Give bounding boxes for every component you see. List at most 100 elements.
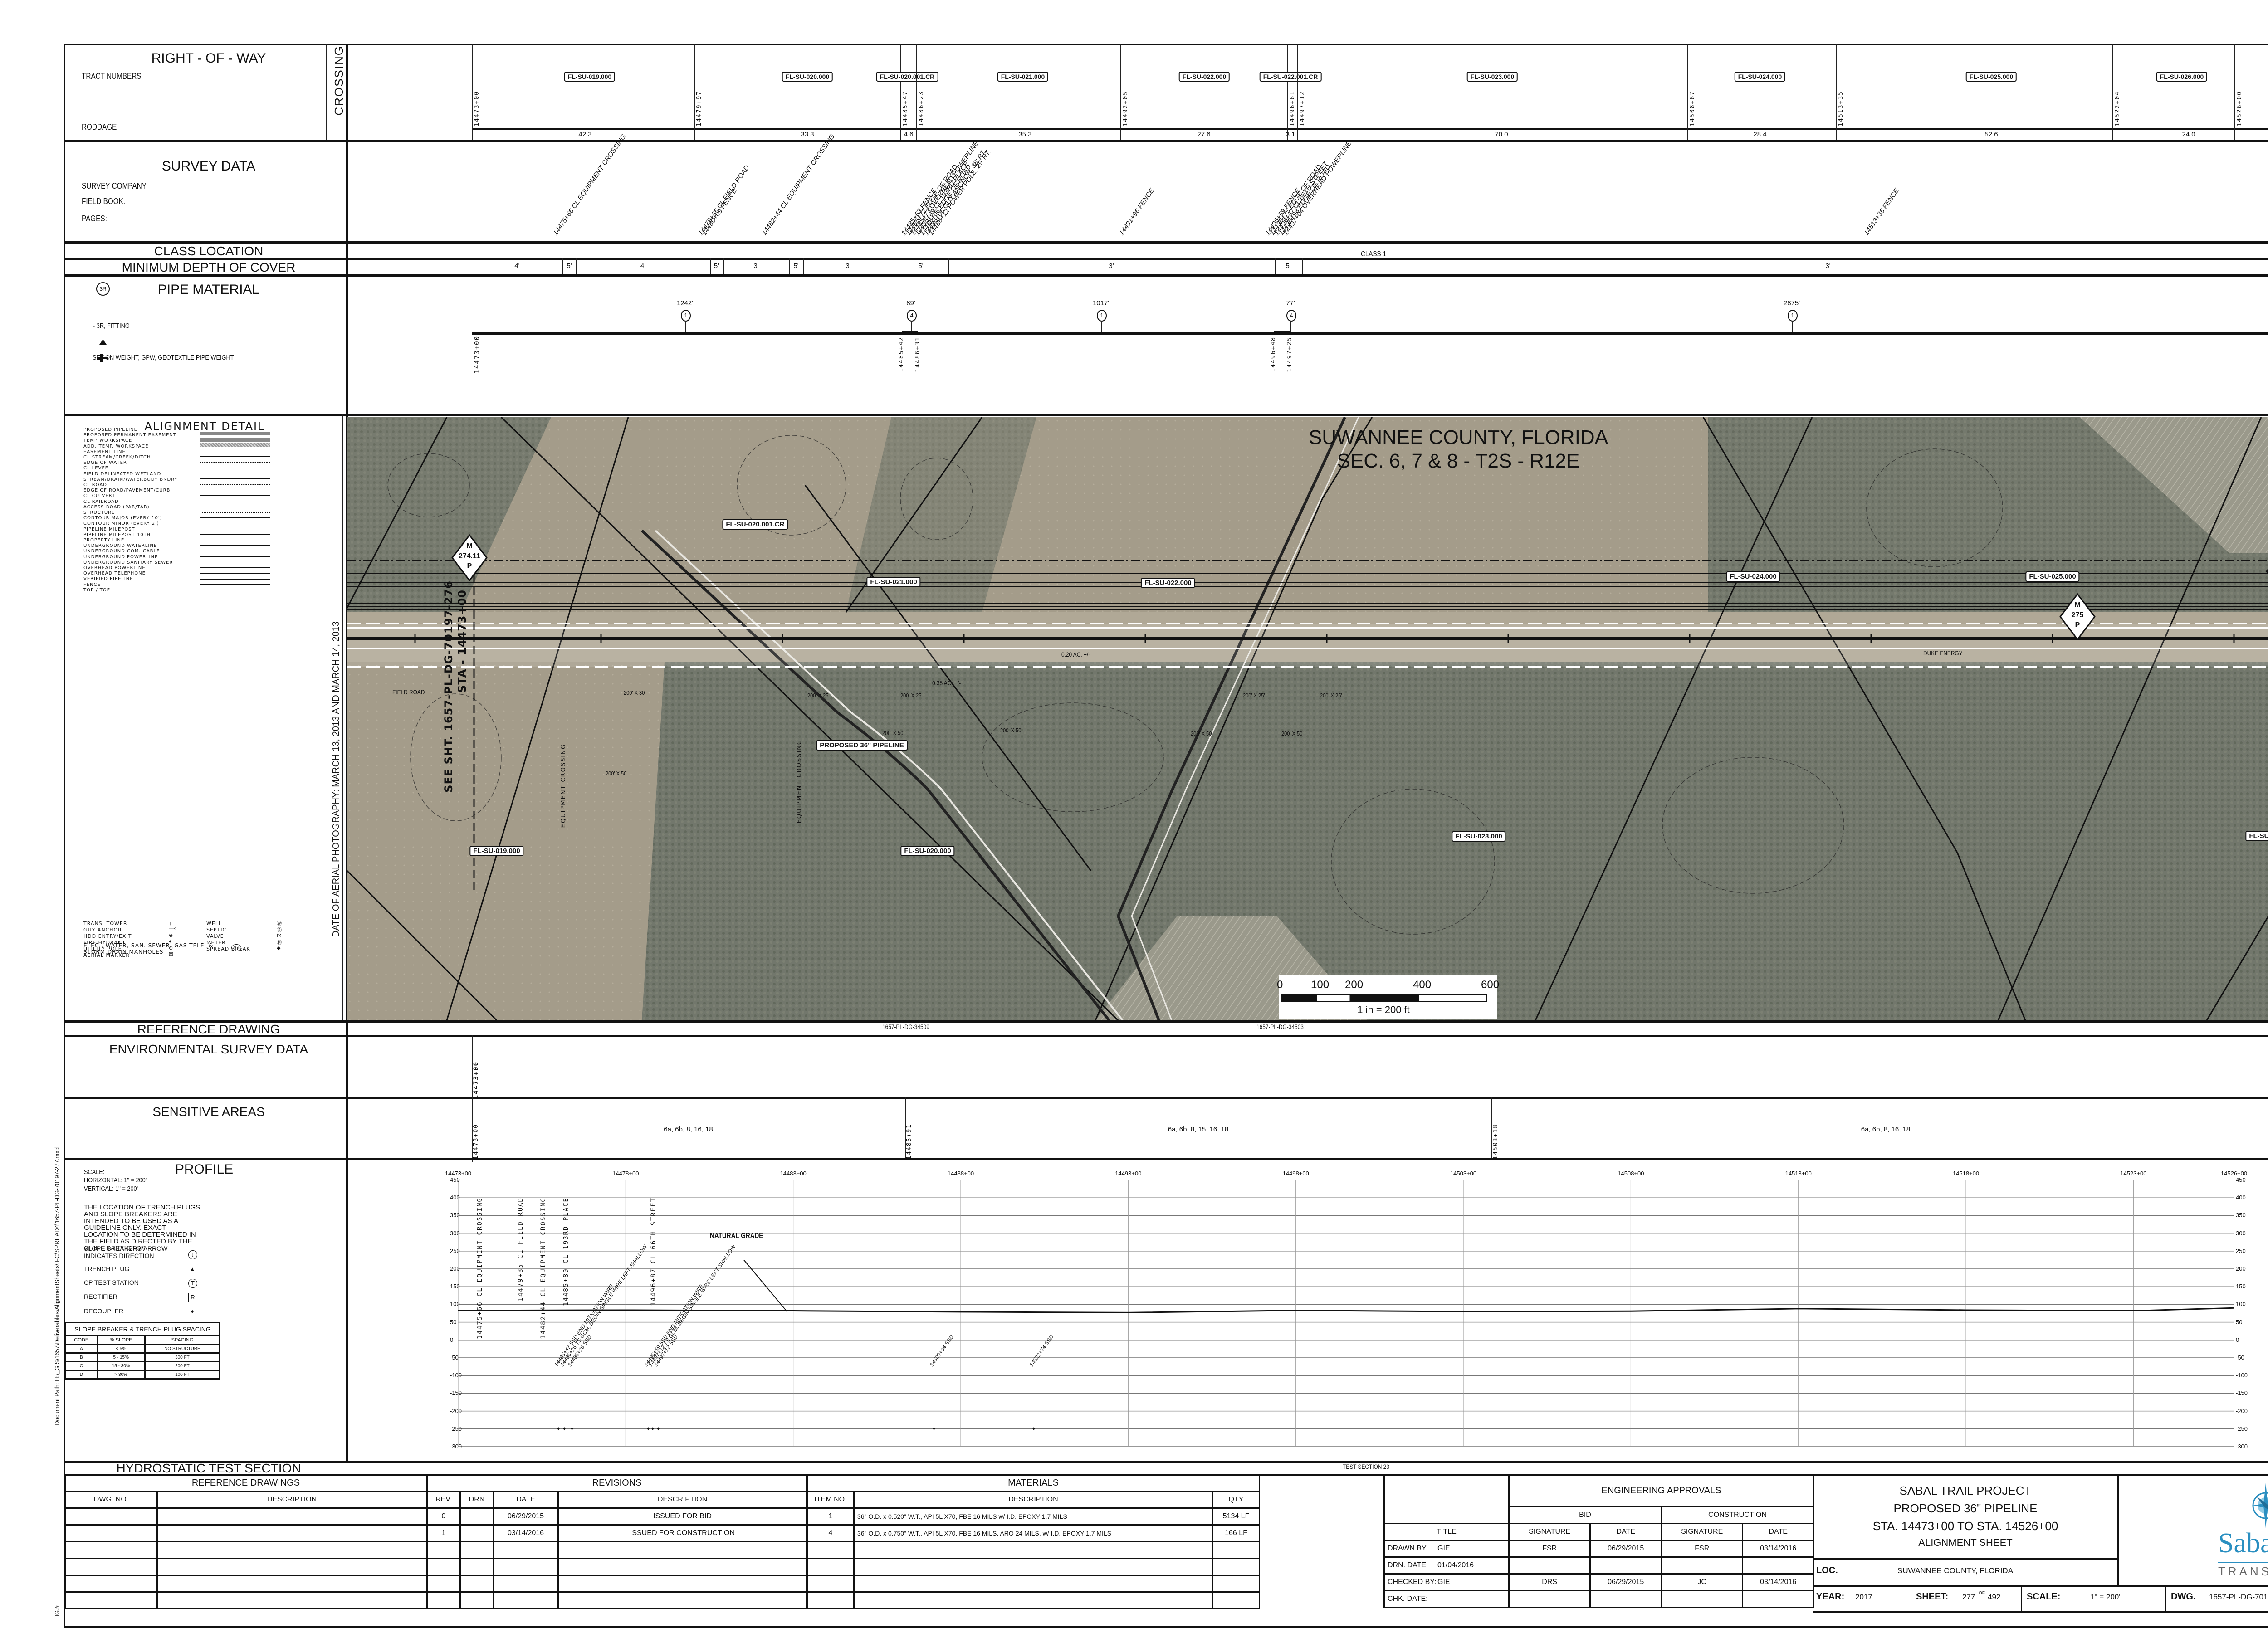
reference-drawings-heading: REFERENCE DRAWINGS: [64, 1474, 427, 1492]
profile-y-tick-right: 450: [2236, 1176, 2246, 1183]
line-legend-swatch: [200, 567, 270, 568]
revisions-heading: REVISIONS: [426, 1474, 807, 1492]
map-workspace-1: 200' X 30': [624, 689, 646, 696]
scale-bar-graphic: [1281, 994, 1487, 1002]
profile-y-tick-right: 100: [2236, 1301, 2246, 1308]
profile-y-tick-left: 350: [450, 1212, 460, 1219]
line-legend-label: CL CULVERT: [83, 493, 115, 499]
revision-row: [426, 1591, 807, 1609]
map-workspace-10: 200' X 25': [1320, 692, 1342, 699]
approval-initials: GIE: [1437, 1578, 1450, 1586]
tract-start-station: 14485+47: [902, 91, 909, 127]
alignment-detail-heading: ALIGNMENT DETAIL: [144, 420, 265, 433]
material-cell: 36" O.D. x 0.750" W.T., API 5L X70, FBE …: [853, 1524, 1213, 1542]
aerial-map[interactable]: SUWANNEE COUNTY, FLORIDA SEC. 6, 7 & 8 -…: [347, 417, 2268, 1020]
match-line-left-station: STA - 14473+00: [456, 590, 469, 693]
revision-cell: 06/29/2015: [493, 1507, 559, 1526]
line-legend-label: CONTOUR MAJOR (EVERY 10'): [83, 516, 162, 521]
line-legend-label: UNDERGROUND POWERLINE: [83, 554, 158, 560]
profile-y-tick-left: 250: [450, 1247, 460, 1254]
profile-y-tick-right: 300: [2236, 1229, 2246, 1237]
profile-y-tick-right: 0: [2236, 1336, 2239, 1343]
spacing-cell: 15 - 30%: [96, 1361, 146, 1371]
env-bottom: [64, 1097, 2268, 1099]
symbol-legend-label: VALVE: [206, 933, 224, 939]
approval-cell: DRS: [1508, 1573, 1591, 1591]
symbol-legend-label: HDD ENTRY/EXIT: [83, 933, 132, 939]
approval-initials: 01/04/2016: [1437, 1561, 1474, 1569]
tract-divider: [1287, 44, 1288, 140]
map-tract-020-001-cr: FL-SU-020.001.CR: [722, 519, 788, 530]
tract-divider: [694, 44, 695, 140]
roddage-value: 27.6: [1197, 131, 1211, 138]
pipe-length: 2875': [1783, 299, 1800, 307]
depth-value: 4': [640, 262, 646, 270]
depth-value: 3': [1825, 262, 1831, 270]
tract-start-station: 14513+35: [1838, 91, 1844, 127]
profile-x-tick: 14523+00: [2120, 1170, 2147, 1177]
revision-cell: [459, 1524, 494, 1542]
material-cell: [1212, 1575, 1260, 1593]
material-cell: [807, 1541, 855, 1559]
profile-y-tick-left: -50: [450, 1354, 459, 1361]
map-tract-023: FL-SU-023.000: [1452, 831, 1506, 842]
tract-start-station: 14496+61: [1289, 91, 1296, 127]
line-legend-swatch: [200, 573, 270, 574]
material-row: [807, 1558, 1260, 1576]
pipe-length: 1242': [676, 299, 694, 307]
profile-legend-label: RECTIFIER: [84, 1293, 117, 1300]
pipe-weight-bar: [902, 331, 918, 335]
approval-cell: [1660, 1590, 1744, 1608]
ref-cell: [156, 1558, 427, 1576]
map-tract-026: FL-SU-026.000: [2245, 831, 2268, 841]
line-legend-swatch: [200, 484, 270, 485]
tract-divider: [916, 44, 917, 140]
revision-cell: [493, 1591, 559, 1609]
map-equipment-crossing-2: EQUIPMENT CROSSING: [796, 739, 803, 824]
line-legend-label: STRUCTURE: [83, 510, 115, 515]
profile-feature-label: 14496+87 CL 66TH STREET: [650, 1197, 657, 1306]
depth-value: 3': [846, 262, 851, 270]
line-legend-label: PROPOSED PERMANENT EASEMENT: [83, 433, 176, 438]
approval-cell: JC: [1660, 1573, 1744, 1591]
approval-cell: [1660, 1556, 1744, 1575]
profile-legend-icon: ▲: [189, 1266, 196, 1272]
profile-y-tick-right: -200: [2236, 1407, 2248, 1414]
weight-station: 14497+25: [1286, 336, 1293, 372]
profile-scale-label: SCALE:: [84, 1168, 105, 1176]
map-equipment-crossing-1: EQUIPMENT CROSSING: [560, 744, 567, 828]
line-legend-label: ACCESS ROAD (PAR/TAR): [83, 504, 150, 510]
tract-number-tag: FL-SU-022.001.CR: [1259, 72, 1322, 82]
approval-initials: GIE: [1437, 1545, 1450, 1552]
map-workspace-4: 200' X 50': [606, 770, 628, 777]
approval-header-cell: DATE: [1742, 1523, 1814, 1541]
line-legend-swatch: [200, 432, 270, 436]
sabal-trail-logo: Sabal Trail TRANSMISSION SM: [2118, 1474, 2268, 1587]
line-legend-label: TEMP WORKSPACE: [83, 438, 132, 444]
profile-y-tick-right: -50: [2236, 1354, 2244, 1361]
materials-heading: MATERIALS: [807, 1474, 1260, 1492]
weight-station: 14496+48: [1270, 336, 1277, 372]
hydrostatic-heading: HYDROSTATIC TEST SECTION: [116, 1461, 301, 1475]
symbol-legend-icon: ┬: [169, 920, 172, 925]
line-legend-label: EDGE OF ROAD/PAVEMENT/CURB: [83, 488, 171, 493]
tract-start-station: 14522+04: [2114, 91, 2121, 127]
tract-start-station: 14486+23: [918, 91, 925, 127]
profile-legend-icon: ♦: [191, 1308, 194, 1315]
approval-title: CHECKED BY:: [1388, 1578, 1437, 1586]
approval-cell: [1589, 1556, 1662, 1575]
profile-x-tick: 14526+00: [2220, 1170, 2248, 1177]
revision-cell: [557, 1591, 807, 1609]
pipe-material-heading: PIPE MATERIAL: [157, 282, 260, 297]
symbol-legend-icon: Ⓦ: [277, 921, 282, 926]
symbol-legend-label: GUY ANCHOR: [83, 927, 122, 933]
